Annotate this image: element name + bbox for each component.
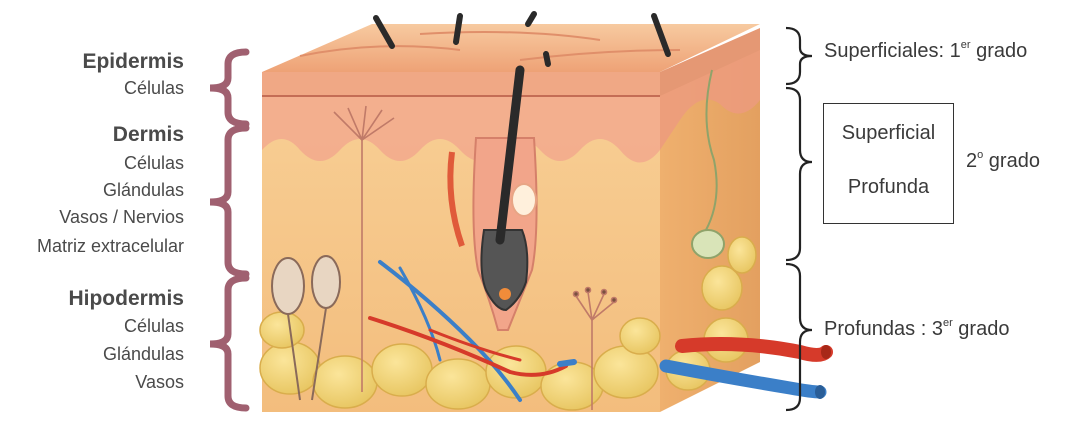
label-superficial: Superficial <box>824 122 953 145</box>
label-third-degree: Profundas : 3er grado <box>824 318 1009 341</box>
label-hipodermis-item-1: Células <box>124 316 184 337</box>
label-first-degree: Superficiales: 1er grado <box>824 40 1027 63</box>
epidermis-front <box>262 72 660 96</box>
label-epidermis-item-1: Células <box>124 78 184 99</box>
label-second-degree: 2o grado <box>966 150 1040 173</box>
label-profunda: Profunda <box>824 176 953 199</box>
bracket-second-degree <box>786 88 812 260</box>
bracket-dermis <box>210 128 246 274</box>
bracket-first-degree <box>786 28 812 84</box>
second-degree-box: Superficial Profunda <box>823 103 954 224</box>
label-hipodermis-item-2: Glándulas <box>103 344 184 365</box>
label-dermis-item-4: Matriz extracelular <box>37 236 184 257</box>
left-brackets <box>210 52 246 408</box>
label-dermis-item-1: Células <box>124 153 184 174</box>
label-dermis: Dermis <box>113 123 184 147</box>
label-epidermis: Epidermis <box>82 50 184 74</box>
label-dermis-item-2: Glándulas <box>103 180 184 201</box>
bracket-hipodermis <box>210 278 246 408</box>
skin-cross-section-illustration <box>260 14 831 412</box>
bracket-epidermis <box>210 52 246 124</box>
label-dermis-item-3: Vasos / Nervios <box>59 207 184 228</box>
label-hipodermis-item-3: Vasos <box>135 372 184 393</box>
label-hipodermis: Hipodermis <box>68 287 184 311</box>
